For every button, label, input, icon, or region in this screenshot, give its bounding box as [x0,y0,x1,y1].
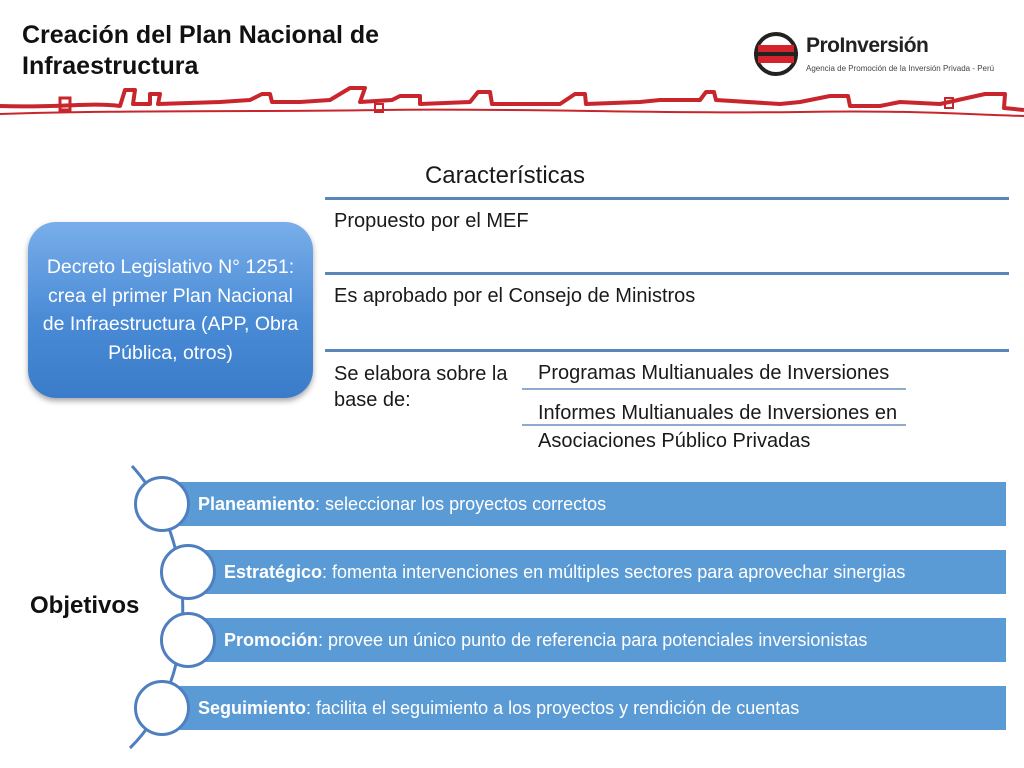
objetivo-desc: : fomenta intervenciones en múltiples se… [322,561,906,582]
caracteristica-row-1: Propuesto por el MEF [334,210,529,232]
logo-name: ProInversión [806,34,929,57]
objetivo-planeamiento: Planeamiento: seleccionar los proyectos … [162,482,1006,526]
base-item-1: Programas Multianuales de Inversiones [538,362,890,384]
divider [522,424,906,426]
divider [325,197,1009,200]
proinversion-emblem-icon [754,32,798,76]
divider [522,388,906,390]
decreto-text: Decreto Legislativo N° 1251: crea el pri… [42,256,299,364]
divider [325,349,1009,352]
objetivos-label: Objetivos [30,592,140,619]
objetivo-seguimiento: Seguimiento: facilita el seguimiento a l… [162,686,1006,730]
objetivo-term: Estratégico [224,561,323,582]
objetivo-circle-icon [160,544,216,600]
decreto-legislativo-box: Decreto Legislativo N° 1251: crea el pri… [28,222,313,398]
objetivo-term: Promoción [224,629,319,650]
objetivo-term: Planeamiento [198,493,316,514]
objetivo-circle-icon [160,612,216,668]
objetivo-estrategico: Estratégico: fomenta intervenciones en m… [188,550,1006,594]
objetivo-term: Seguimiento [198,697,307,718]
objetivo-desc: : provee un único punto de referencia pa… [318,629,868,650]
caracteristica-row-2: Es aprobado por el Consejo de Ministros [334,285,696,307]
proinversion-logo: ProInversión Agencia de Promoción de la … [752,30,994,80]
objetivo-circle-icon [134,680,190,736]
base-item-2: Informes Multianuales de Inversiones en … [538,402,898,452]
objetivo-desc: : seleccionar los proyectos correctos [315,493,607,514]
page-title: Creación del Plan Nacional de Infraestru… [22,21,380,80]
logo-tagline: Agencia de Promoción de la Inversión Pri… [806,64,995,73]
caracteristicas-title: Características [424,162,586,189]
objetivo-circle-icon [134,476,190,532]
city-skyline-decoration [0,86,1024,117]
base-label: Se elabora sobre la base de: [334,363,508,411]
objetivo-promocion: Promoción: provee un único punto de refe… [188,618,1006,662]
objetivo-desc: : facilita el seguimiento a los proyecto… [306,697,800,718]
divider [325,272,1009,275]
